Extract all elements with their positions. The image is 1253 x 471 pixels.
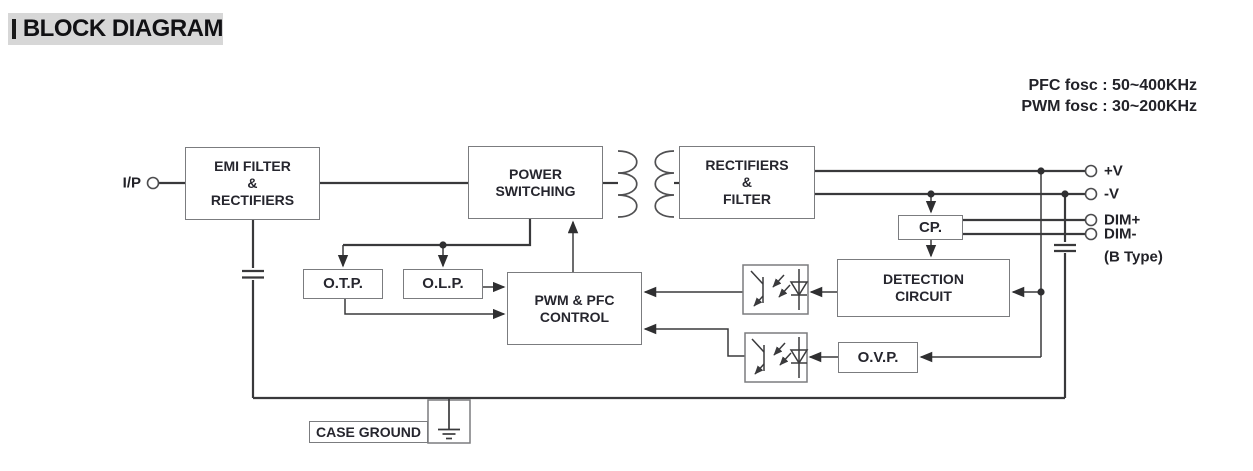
earth-ground-icon [427, 397, 471, 444]
block-detection-circuit: DETECTION CIRCUIT [837, 259, 1010, 317]
title-square-icon [12, 19, 16, 39]
dim-plus-label: DIM+ [1104, 211, 1141, 229]
v-plus-terminal-icon [1084, 164, 1098, 178]
capacitor-icon [1054, 243, 1076, 253]
block-cp: CP. [898, 215, 963, 240]
section-header: BLOCK DIAGRAM [8, 13, 224, 45]
pfc-fosc-note: PFC fosc : 50~400KHz [1028, 77, 1197, 94]
pwm-fosc-note: PWM fosc : 30~200KHz [1021, 98, 1197, 115]
power-wires [158, 169, 1086, 400]
block-emi-filter-rectifiers: EMI FILTER & RECTIFIERS [185, 147, 320, 220]
block-case-ground: CASE GROUND [309, 421, 428, 443]
block-olp: O.L.P. [403, 269, 483, 299]
block-power-switching: POWER SWITCHING [468, 146, 603, 219]
optocoupler-icon [742, 264, 809, 315]
block-rectifiers-filter: RECTIFIERS & FILTER [679, 146, 815, 219]
control-wires [337, 171, 1042, 363]
junction-dots [439, 167, 1069, 296]
transformer-icon [617, 150, 675, 218]
page-title: BLOCK DIAGRAM [22, 15, 224, 42]
frequency-notes: PFC fosc : 50~400KHz PWM fosc : 30~200KH… [1021, 75, 1197, 117]
capacitor-icon [242, 269, 264, 279]
input-terminal-icon [146, 176, 160, 190]
optocoupler-icon [744, 332, 809, 383]
b-type-label: (B Type) [1104, 248, 1163, 266]
dim-minus-label: DIM- [1104, 225, 1137, 243]
dim-minus-terminal-icon [1084, 227, 1098, 241]
block-pwm-pfc-control: PWM & PFC CONTROL [507, 272, 642, 345]
v-plus-label: +V [1104, 162, 1123, 180]
v-minus-terminal-icon [1084, 187, 1098, 201]
block-ovp: O.V.P. [838, 342, 918, 373]
terminal-circles [146, 164, 1098, 241]
v-minus-label: -V [1104, 185, 1119, 203]
dim-plus-terminal-icon [1084, 213, 1098, 227]
input-terminal-label: I/P [122, 174, 141, 192]
block-otp: O.T.P. [303, 269, 383, 299]
